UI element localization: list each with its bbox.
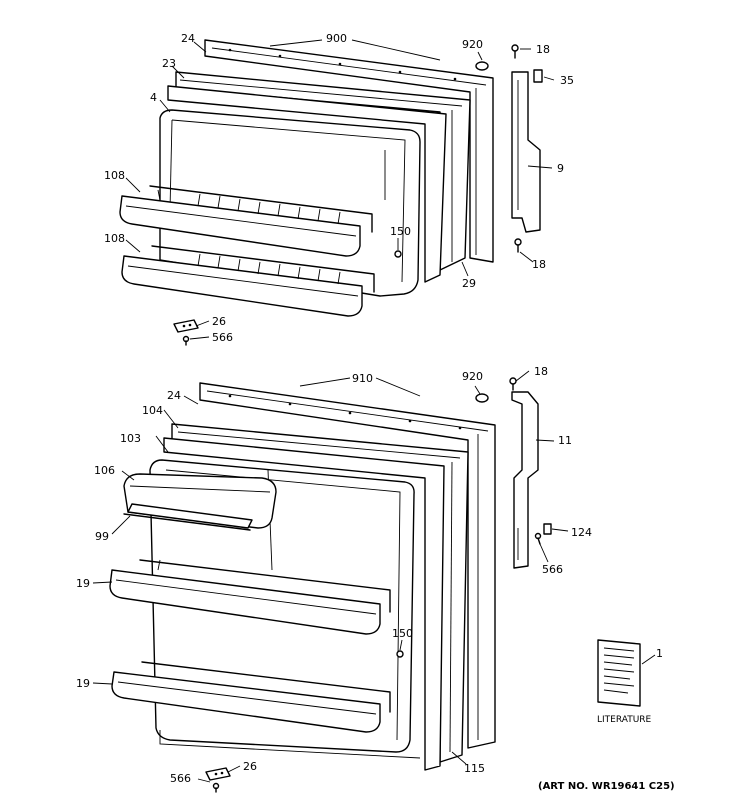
- label-19-lower: 19: [76, 677, 90, 690]
- art-number: (ART NO. WR19641 C25): [538, 781, 675, 792]
- label-4: 4: [150, 91, 157, 104]
- label-1: 1: [656, 647, 663, 660]
- label-18-lower-door: 18: [534, 365, 548, 378]
- label-106: 106: [94, 464, 115, 477]
- label-29: 29: [462, 277, 476, 290]
- label-920-upper: 920: [462, 38, 483, 51]
- bracket-26-upper: [173, 319, 199, 333]
- label-566-hinge: 566: [542, 563, 563, 576]
- label-24-upper: 24: [181, 32, 195, 45]
- door-hinge-9: [511, 71, 541, 233]
- leader-lines: [92, 39, 656, 783]
- label-23: 23: [162, 57, 176, 70]
- door-gasket-23: [167, 71, 471, 283]
- door-stop-35: [533, 69, 543, 83]
- door-shelf-108-upper: [119, 185, 373, 257]
- label-103: 103: [120, 432, 141, 445]
- label-108-lower: 108: [104, 232, 125, 245]
- freezer-door-assembly: [119, 39, 543, 346]
- screw-566-lower: [212, 782, 220, 793]
- fresh-food-door-assembly: [109, 377, 552, 793]
- plug-920-upper: [475, 61, 489, 71]
- screw-18-lower-door: [509, 377, 517, 391]
- dairy-hinge-99: [123, 513, 251, 531]
- door-shelf-19-upper: [109, 559, 391, 635]
- plug-920-lower: [475, 393, 489, 403]
- screw-566-hinge: [534, 532, 542, 545]
- screw-566-upper: [182, 335, 190, 346]
- screw-150-upper: [394, 250, 402, 258]
- label-11: 11: [558, 434, 572, 447]
- literature-caption: LITERATURE: [597, 715, 652, 725]
- label-900: 900: [326, 32, 347, 45]
- label-566-lower: 566: [170, 772, 191, 785]
- label-18-top: 18: [536, 43, 550, 56]
- label-920-lower: 920: [462, 370, 483, 383]
- label-26-upper: 26: [212, 315, 226, 328]
- label-115: 115: [464, 762, 485, 775]
- label-150-upper: 150: [390, 225, 411, 238]
- screw-18-top: [511, 44, 519, 59]
- part-labels: 24 900 920 18 35 23 4 9 108 108 150 18 2…: [76, 32, 675, 792]
- bracket-26-lower: [205, 767, 231, 781]
- door-gasket-104: [163, 423, 469, 771]
- door-hinge-11: [511, 391, 539, 569]
- door-shelf-108-lower: [121, 245, 375, 317]
- dairy-door-106: [123, 473, 277, 529]
- label-108-upper: 108: [104, 169, 125, 182]
- label-9: 9: [557, 162, 564, 175]
- screw-150-lower: [396, 650, 404, 658]
- label-150-lower: 150: [392, 627, 413, 640]
- label-26-lower: 26: [243, 760, 257, 773]
- door-stop-124: [543, 523, 552, 535]
- label-35: 35: [560, 74, 574, 87]
- label-19-upper: 19: [76, 577, 90, 590]
- label-24-lower: 24: [167, 389, 181, 402]
- door-shelf-19-lower: [111, 661, 391, 733]
- label-104: 104: [142, 404, 163, 417]
- label-18-bottom: 18: [532, 258, 546, 271]
- literature-booklet: [597, 639, 641, 707]
- screw-18-bottom: [514, 238, 522, 253]
- label-566-upper: 566: [212, 331, 233, 344]
- outer-door-panel-910: [199, 382, 496, 749]
- label-124: 124: [571, 526, 592, 539]
- label-910: 910: [352, 372, 373, 385]
- outer-door-panel-900: [204, 39, 494, 263]
- label-99: 99: [95, 530, 109, 543]
